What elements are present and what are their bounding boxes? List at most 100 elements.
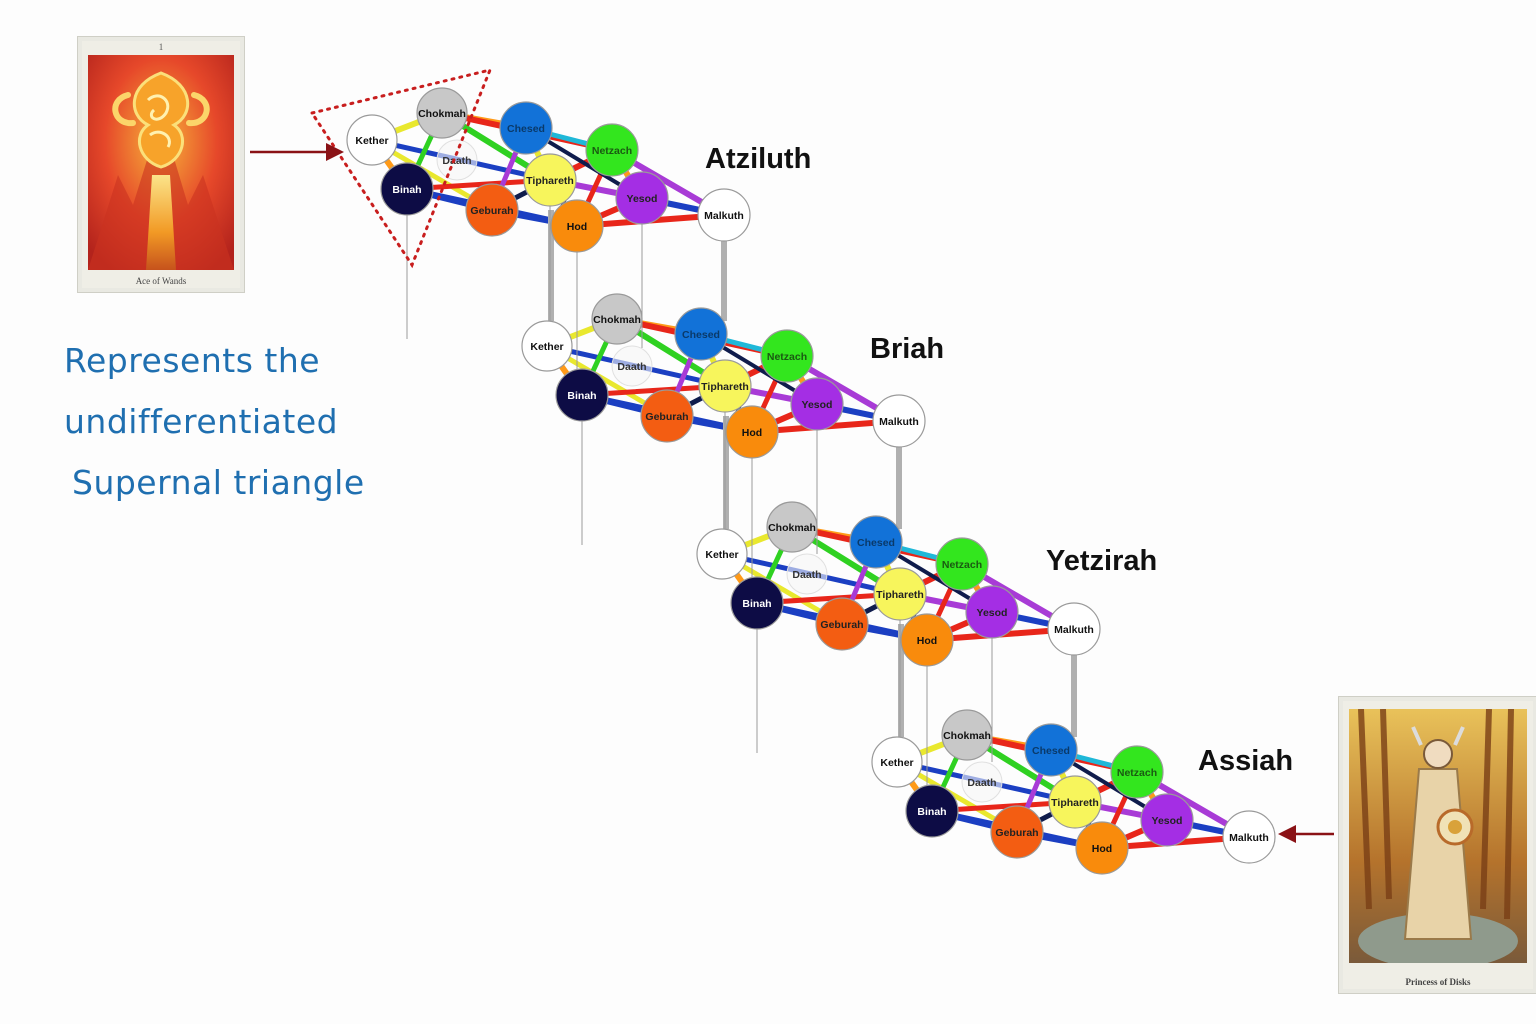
sephira-tiphareth: Tiphareth <box>1048 775 1102 829</box>
supernal-triangle-marker <box>309 67 493 269</box>
sephira-netzach: Netzach <box>935 537 989 591</box>
world-label-yetzirah: Yetzirah <box>1046 545 1157 577</box>
sephiroth-nodes: KetherChokmahBinahDaathChesedGeburahTiph… <box>346 87 1276 875</box>
sephira-daath: Daath <box>961 761 1003 803</box>
sephira-label: Chokmah <box>943 730 991 742</box>
sephira-label: Geburah <box>645 411 688 423</box>
sephira-label: Geburah <box>470 205 513 217</box>
sephira-binah: Binah <box>555 368 609 422</box>
sephira-geburah: Geburah <box>465 183 519 237</box>
sephira-label: Netzach <box>592 145 632 157</box>
sephira-label: Yesod <box>802 399 833 411</box>
sephira-label: Malkuth <box>879 416 919 428</box>
sephira-kether: Kether <box>346 114 398 166</box>
sephira-tiphareth: Tiphareth <box>873 567 927 621</box>
sephira-label: Binah <box>742 598 771 610</box>
sephira-binah: Binah <box>380 162 434 216</box>
sephira-malkuth: Malkuth <box>1222 810 1276 864</box>
sephira-geburah: Geburah <box>640 389 694 443</box>
sephira-chokmah: Chokmah <box>941 709 993 761</box>
sephira-geburah: Geburah <box>815 597 869 651</box>
card-title: Ace of Wands <box>135 276 187 286</box>
sephira-hod: Hod <box>900 613 954 667</box>
sephira-label: Hod <box>1092 843 1112 855</box>
sephira-label: Tiphareth <box>701 381 749 393</box>
sephira-label: Yesod <box>627 193 658 205</box>
world-label-assiah: Assiah <box>1198 745 1293 777</box>
world-connector-lines <box>406 204 1077 790</box>
sephira-hod: Hod <box>550 199 604 253</box>
sephira-label: Hod <box>917 635 937 647</box>
sephira-label: Kether <box>880 757 913 769</box>
sephira-daath: Daath <box>611 345 653 387</box>
sephira-label: Binah <box>392 184 421 196</box>
sephira-netzach: Netzach <box>1110 745 1164 799</box>
sephira-label: Chesed <box>682 329 720 341</box>
sephira-label: Hod <box>742 427 762 439</box>
sephira-hod: Hod <box>725 405 779 459</box>
sephira-label: Binah <box>917 806 946 818</box>
sephira-label: Binah <box>567 390 596 402</box>
right-arrow <box>1278 825 1334 843</box>
sephira-kether: Kether <box>521 320 573 372</box>
sephira-label: Kether <box>530 341 563 353</box>
sephira-netzach: Netzach <box>760 329 814 383</box>
sephira-yesod: Yesod <box>790 377 844 431</box>
sephira-label: Netzach <box>942 559 982 571</box>
sephira-label: Netzach <box>767 351 807 363</box>
sephira-label: Malkuth <box>1229 832 1269 844</box>
sephira-label: Kether <box>705 549 738 561</box>
sephira-chesed: Chesed <box>674 307 728 361</box>
princess-of-disks-card: Princess of Disks <box>1339 697 1536 993</box>
world-label-atziluth: Atziluth <box>705 143 811 175</box>
sephira-label: Tiphareth <box>1051 797 1099 809</box>
sephira-chokmah: Chokmah <box>766 501 818 553</box>
card-title: Princess of Disks <box>1405 977 1471 987</box>
sephira-label: Daath <box>442 155 471 167</box>
sephira-hod: Hod <box>1075 821 1129 875</box>
sephira-kether: Kether <box>696 528 748 580</box>
sephira-chokmah: Chokmah <box>416 87 468 139</box>
ace-of-wands-artwork <box>88 55 234 270</box>
supernal-triangle-note: Represents the undifferentiated Supernal… <box>64 330 384 513</box>
sephira-binah: Binah <box>905 784 959 838</box>
sephira-label: Tiphareth <box>526 175 574 187</box>
sephira-malkuth: Malkuth <box>872 394 926 448</box>
sephira-label: Netzach <box>1117 767 1157 779</box>
sephira-label: Malkuth <box>704 210 744 222</box>
note-line: Supernal triangle <box>72 463 365 502</box>
sephira-yesod: Yesod <box>1140 793 1194 847</box>
sephira-malkuth: Malkuth <box>697 188 751 242</box>
note-line: undifferentiated <box>64 402 339 441</box>
sephira-label: Hod <box>567 221 587 233</box>
sephira-label: Daath <box>617 361 646 373</box>
sephira-label: Tiphareth <box>876 589 924 601</box>
sephira-daath: Daath <box>786 553 828 595</box>
sephira-label: Malkuth <box>1054 624 1094 636</box>
sephira-label: Chesed <box>1032 745 1070 757</box>
sephira-tiphareth: Tiphareth <box>698 359 752 413</box>
sephira-chokmah: Chokmah <box>591 293 643 345</box>
sephira-geburah: Geburah <box>990 805 1044 859</box>
sephira-tiphareth: Tiphareth <box>523 153 577 207</box>
world-label-briah: Briah <box>870 333 944 365</box>
sephira-label: Daath <box>792 569 821 581</box>
left-arrow <box>250 143 344 161</box>
sephira-netzach: Netzach <box>585 123 639 177</box>
sephira-label: Geburah <box>995 827 1038 839</box>
sephira-chesed: Chesed <box>499 101 553 155</box>
ace-of-wands-card: 1 Ace of Wands <box>78 37 244 292</box>
sephira-label: Kether <box>355 135 388 147</box>
sephira-yesod: Yesod <box>965 585 1019 639</box>
sephira-label: Daath <box>967 777 996 789</box>
sephira-yesod: Yesod <box>615 171 669 225</box>
sephira-chesed: Chesed <box>1024 723 1078 777</box>
sephira-binah: Binah <box>730 576 784 630</box>
sephira-label: Yesod <box>977 607 1008 619</box>
princess-of-disks-artwork <box>1349 709 1527 971</box>
sephira-label: Chesed <box>507 123 545 135</box>
sephira-kether: Kether <box>871 736 923 788</box>
sephira-daath: Daath <box>436 139 478 181</box>
sephira-chesed: Chesed <box>849 515 903 569</box>
